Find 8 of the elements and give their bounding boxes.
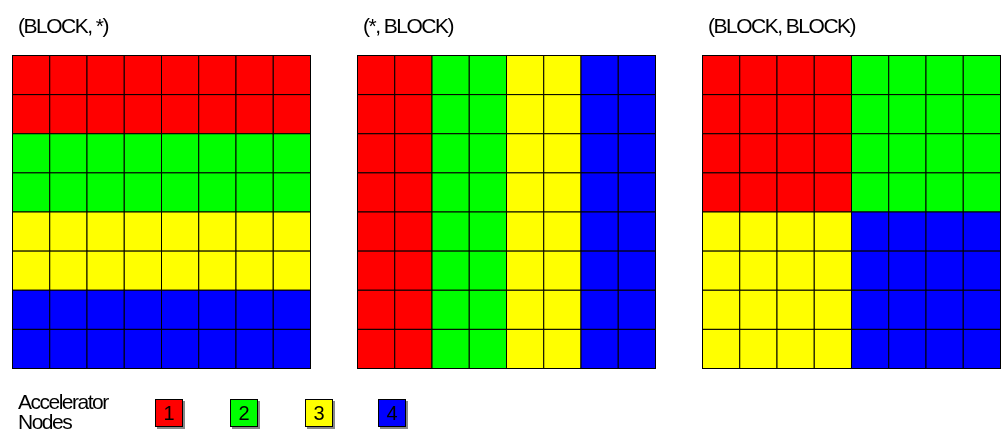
grid-title: (*, BLOCK) — [363, 14, 454, 38]
legend-swatch: 2 — [230, 399, 258, 427]
grid-title: (BLOCK, BLOCK) — [708, 14, 856, 38]
legend-swatch: 4 — [378, 399, 406, 427]
legend-swatch: 1 — [155, 399, 183, 427]
legend-title: Accelerator Nodes — [18, 392, 110, 429]
grid-title: (BLOCK, *) — [18, 14, 109, 38]
legend-swatch: 3 — [305, 399, 333, 427]
